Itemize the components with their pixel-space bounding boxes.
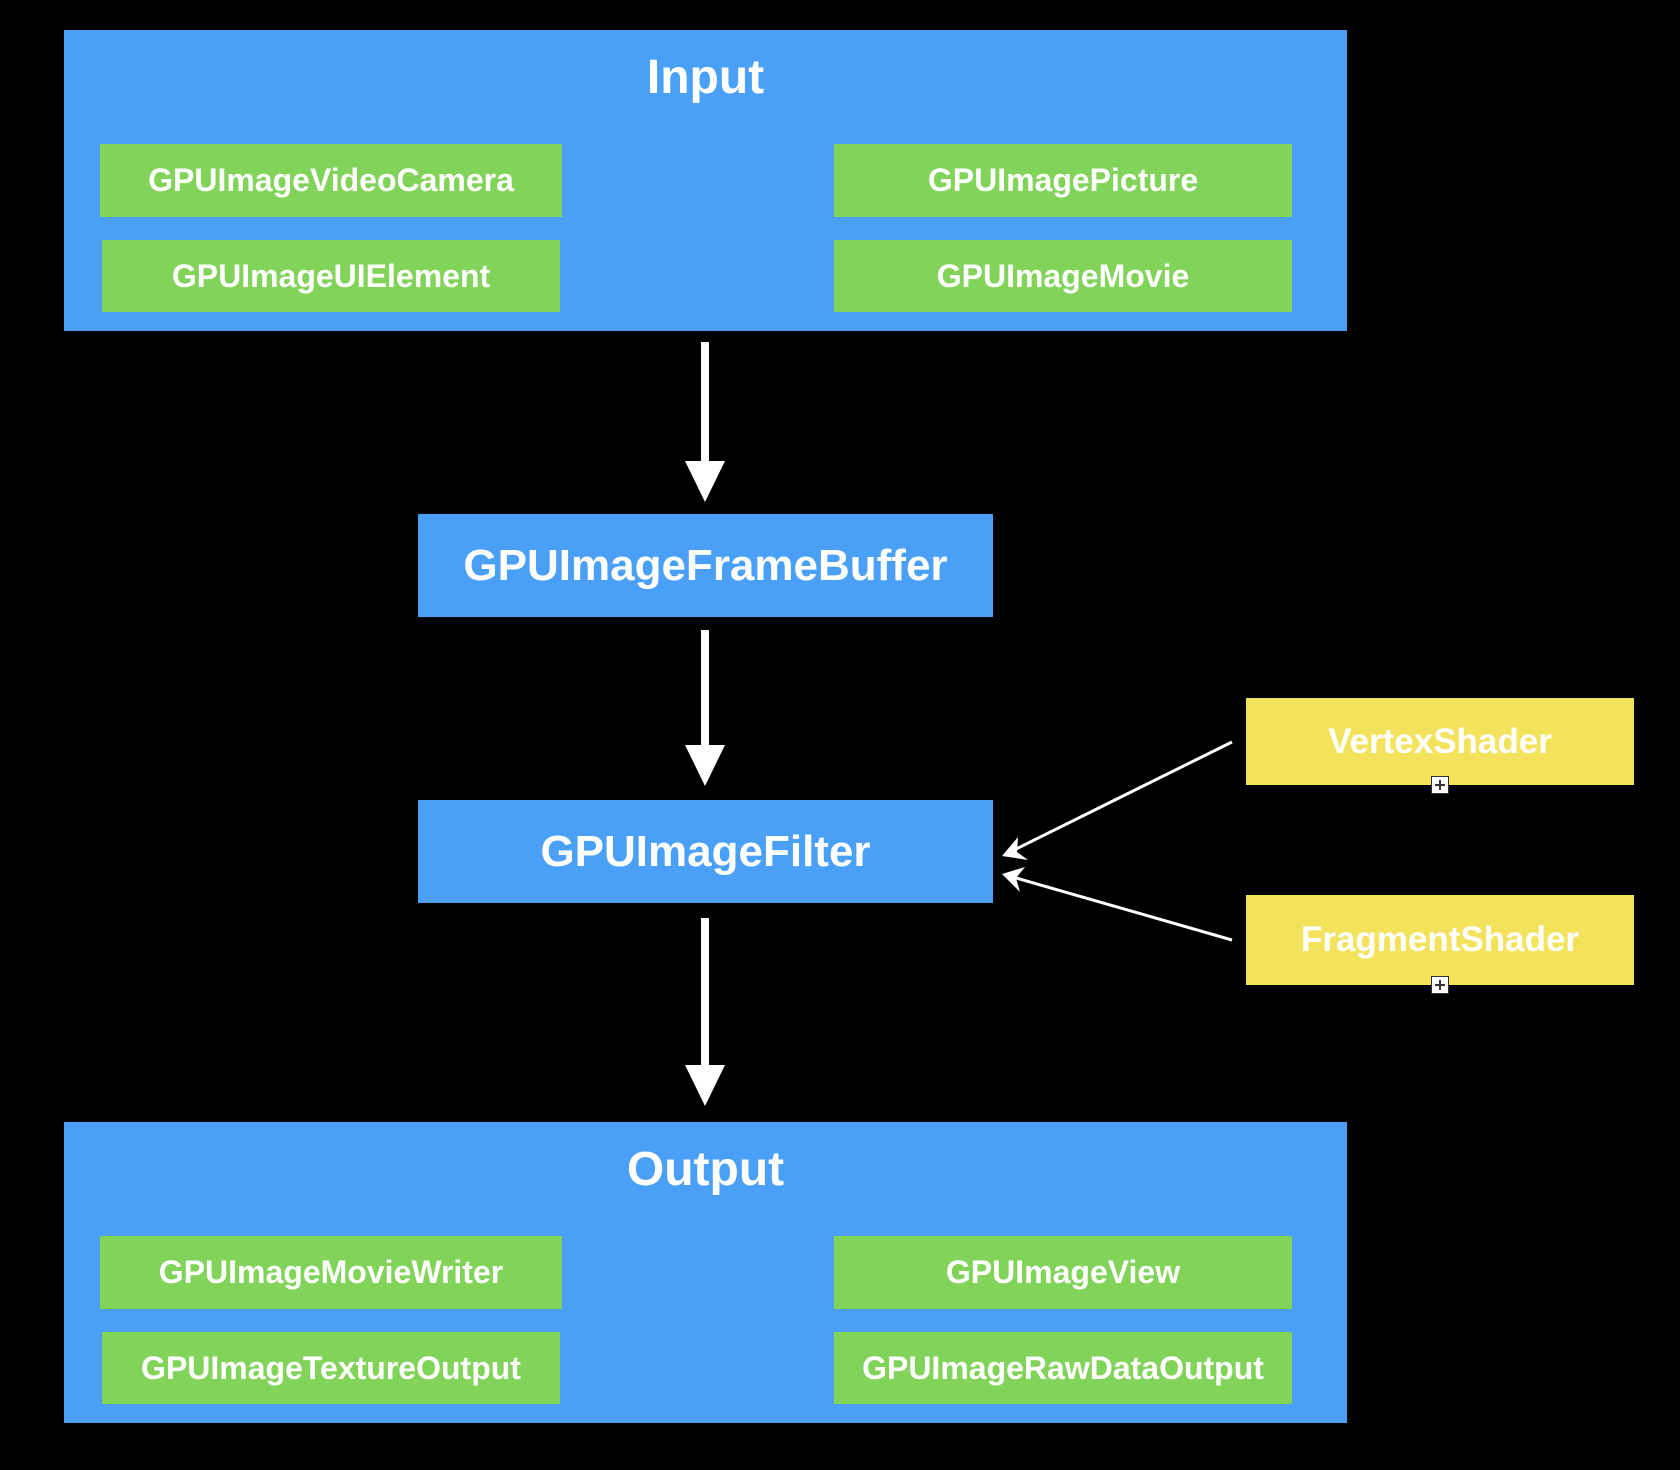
output-movie-writer-node: GPUImageMovieWriter [100,1236,562,1309]
framebuffer-node: GPUImageFrameBuffer [418,514,993,617]
arrow-filter-to-output [685,918,725,1106]
arrow-input-to-framebuffer [685,342,725,502]
input-picture-node: GPUImagePicture [834,144,1292,217]
output-texture-output-node: GPUImageTextureOutput [102,1332,560,1404]
input-video-camera-node: GPUImageVideoCamera [100,144,562,217]
output-title: Output [626,1143,785,1196]
fragment-shader-expand-icon[interactable] [1431,976,1449,994]
input-movie-node: GPUImageMovie [834,240,1292,312]
fragment-shader-node: FragmentShader [1246,895,1634,985]
arrow-fragment-shader-to-filter [1002,867,1233,942]
arrow-framebuffer-to-filter [685,630,725,786]
vertex-shader-expand-icon[interactable] [1431,776,1449,794]
input-ui-element-node: GPUImageUIElement [102,240,560,312]
output-view-node: GPUImageView [834,1236,1292,1309]
filter-node: GPUImageFilter [418,800,993,903]
output-raw-data-output-node: GPUImageRawDataOutput [834,1332,1292,1404]
input-title: Input [646,51,765,104]
arrow-vertex-shader-to-filter [1002,740,1233,860]
vertex-shader-node: VertexShader [1246,698,1634,785]
